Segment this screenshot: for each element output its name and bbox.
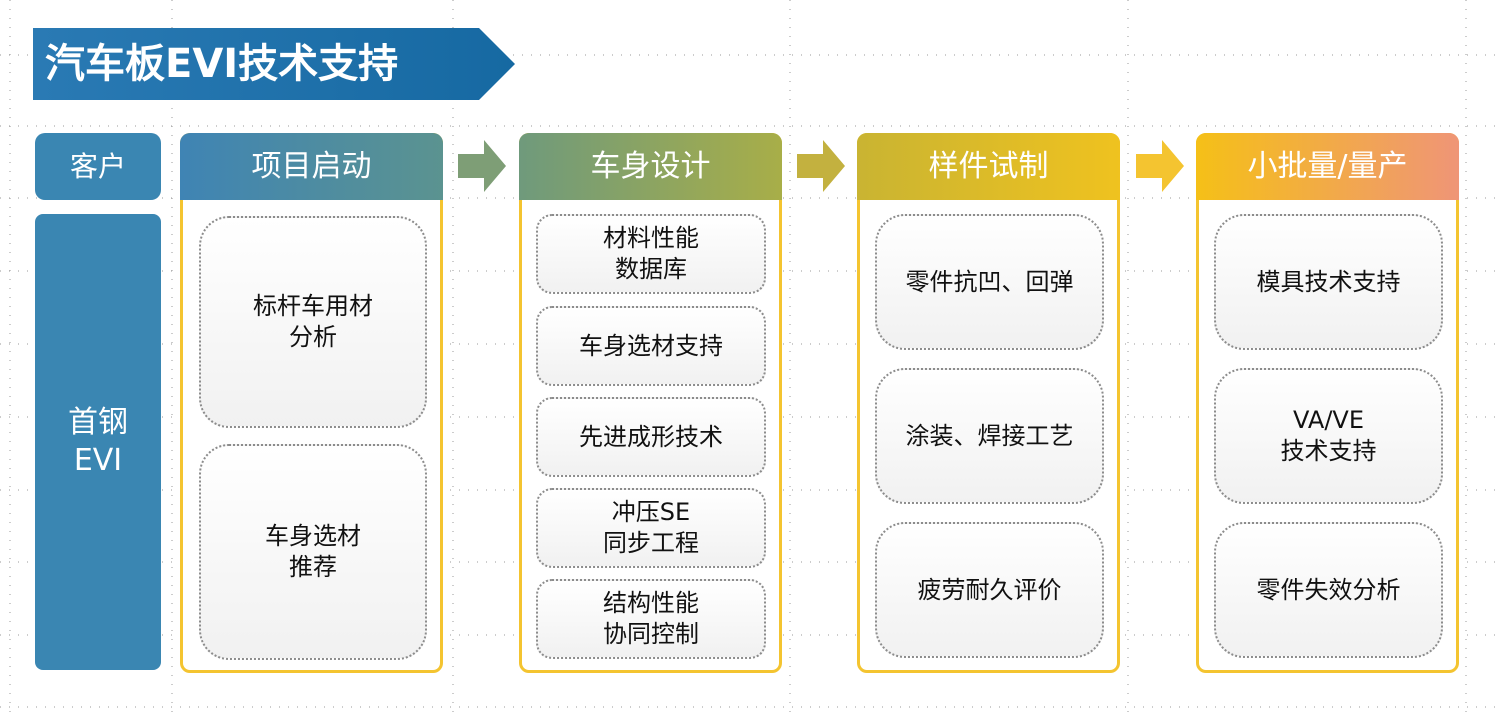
- task-line: 分析: [289, 323, 337, 351]
- task-line: 技术支持: [1280, 437, 1377, 465]
- task-line: 疲劳耐久评价: [917, 575, 1062, 604]
- stage-column-project-start: 项目启动 标杆车用材 分析 车身选材 推荐: [180, 133, 443, 673]
- customer-name-line: 首钢: [68, 405, 128, 440]
- right-arrow-icon: [458, 140, 506, 192]
- task-line: 协同控制: [603, 620, 699, 648]
- task-card: 涂装、焊接工艺: [875, 368, 1104, 504]
- right-arrow-icon: [1136, 140, 1184, 192]
- task-line: 车身选材: [265, 522, 361, 550]
- stage-header: 车身设计: [519, 133, 782, 200]
- task-card: 材料性能 数据库: [536, 214, 766, 294]
- task-line: 零件抗凹、回弹: [905, 267, 1074, 296]
- task-line: 涂装、焊接工艺: [905, 421, 1074, 450]
- task-card: 冲压SE 同步工程: [536, 488, 766, 568]
- customer-evi-panel: 首钢 EVI: [35, 214, 161, 670]
- task-line: 车身选材支持: [579, 331, 723, 360]
- task-card: 结构性能 协同控制: [536, 579, 766, 659]
- task-card: 先进成形技术: [536, 397, 766, 477]
- task-line: 冲压SE: [611, 498, 691, 526]
- task-line: 模具技术支持: [1256, 267, 1401, 296]
- task-card: 标杆车用材 分析: [199, 216, 427, 428]
- customer-header: 客户: [35, 133, 161, 200]
- task-line: 同步工程: [603, 529, 699, 557]
- task-card: 零件失效分析: [1214, 522, 1443, 658]
- task-line: 先进成形技术: [579, 422, 723, 451]
- task-card: 车身选材支持: [536, 306, 766, 386]
- task-line: VA/VE: [1293, 406, 1364, 434]
- task-card: 零件抗凹、回弹: [875, 214, 1104, 350]
- customer-evi-line: EVI: [73, 443, 123, 478]
- stage-header: 项目启动: [180, 133, 443, 200]
- task-line: 推荐: [289, 553, 337, 581]
- task-line: 数据库: [615, 255, 687, 283]
- page-title: 汽车板EVI技术支持: [45, 41, 399, 87]
- stage-header: 小批量/量产: [1196, 133, 1459, 200]
- task-line: 标杆车用材: [253, 292, 373, 320]
- stage-column-body-design: 车身设计 材料性能 数据库 车身选材支持 先进成形技术 冲压SE 同步工程 结构…: [519, 133, 782, 673]
- task-card: 模具技术支持: [1214, 214, 1443, 350]
- stage-column-mass-production: 小批量/量产 模具技术支持 VA/VE 技术支持 零件失效分析: [1196, 133, 1459, 673]
- task-card: VA/VE 技术支持: [1214, 368, 1443, 504]
- task-line: 结构性能: [603, 589, 699, 617]
- stage-header: 样件试制: [857, 133, 1120, 200]
- banner-arrow-shape: [33, 28, 515, 100]
- stage-column-prototype: 样件试制 零件抗凹、回弹 涂装、焊接工艺 疲劳耐久评价: [857, 133, 1120, 673]
- task-card: 车身选材 推荐: [199, 444, 427, 660]
- task-line: 材料性能: [603, 224, 699, 252]
- task-line: 零件失效分析: [1256, 575, 1401, 604]
- right-arrow-icon: [797, 140, 845, 192]
- task-card: 疲劳耐久评价: [875, 522, 1104, 658]
